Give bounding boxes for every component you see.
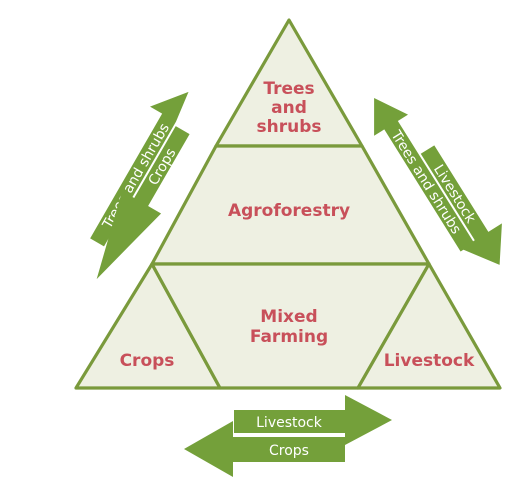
bottom-double-arrow: Livestock Crops — [184, 395, 392, 477]
label-trees: Trees — [263, 79, 314, 99]
bottom-arrow-right-label: Livestock — [256, 415, 323, 431]
left-arrow-down — [96, 126, 190, 280]
label-shrubs: shrubs — [257, 117, 322, 137]
right-arrow-down — [420, 145, 502, 265]
left-arrow-up — [90, 91, 189, 247]
label-crops: Crops — [120, 351, 175, 371]
region-livestock — [356, 262, 502, 390]
right-arrow-up — [374, 98, 475, 252]
label-and: and — [271, 98, 307, 118]
label-agroforestry: Agroforestry — [228, 201, 350, 221]
bottom-arrow-right — [234, 395, 392, 445]
bottom-arrow-left — [184, 421, 345, 477]
label-mixed: Mixed — [260, 307, 317, 327]
label-livestock: Livestock — [384, 351, 475, 371]
bottom-arrow-left-label: Crops — [269, 443, 309, 459]
label-farming: Farming — [250, 327, 328, 347]
